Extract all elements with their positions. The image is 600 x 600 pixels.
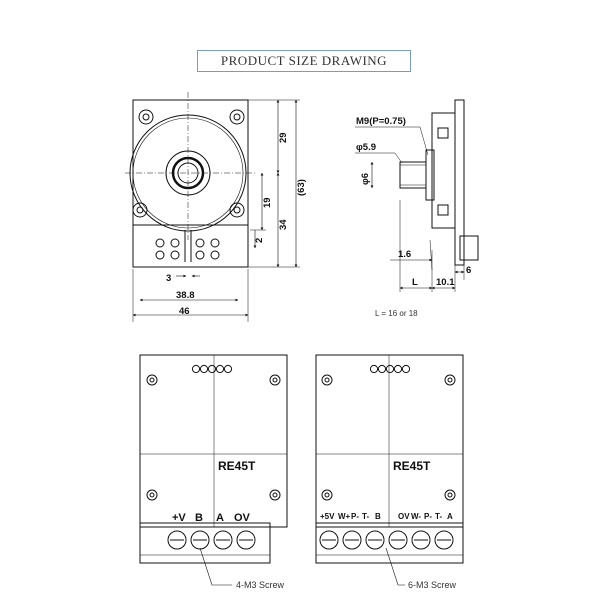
board1-outline	[139, 354, 288, 528]
dim-38-8: 38.8	[176, 290, 195, 301]
board2-header	[369, 364, 411, 374]
board2-outline	[315, 354, 464, 528]
dim-6: 6	[466, 265, 471, 276]
dim-2: 2	[254, 238, 265, 243]
board2-term-1: +5V	[320, 512, 335, 521]
dim-L: L	[412, 277, 418, 288]
shaft-dia-label: φ5.9	[356, 142, 376, 153]
side-body	[431, 112, 456, 229]
board2-term-5: B	[375, 512, 381, 521]
board2-term-6: OV	[398, 512, 410, 521]
screw-tl	[138, 109, 154, 125]
screw-br	[229, 202, 245, 218]
dim-34: 34	[278, 219, 289, 230]
board1-callout: 4-M3 Screw	[236, 580, 285, 590]
board1-screws	[167, 530, 256, 550]
front-view	[125, 92, 300, 322]
side-shaft	[399, 161, 427, 189]
board2-term-8: P-	[424, 512, 432, 521]
dim-63: (63)	[296, 179, 307, 196]
board1-term-4: OV	[234, 512, 251, 524]
board1-term-3: A	[216, 512, 224, 524]
board-4-terminal	[139, 354, 288, 586]
side-connector	[459, 235, 479, 261]
board1-header	[191, 364, 233, 374]
board2-model: RE45T	[393, 459, 431, 473]
board1-model: RE45T	[218, 459, 256, 473]
board2-term-3: P-	[351, 512, 359, 521]
dim-19: 19	[262, 197, 273, 208]
screw-bl	[132, 202, 148, 218]
board2-term-4: T-	[362, 512, 369, 521]
thread-label: M9(P=0.75)	[356, 116, 406, 127]
board2-callout: 6-M3 Screw	[408, 580, 457, 590]
dim-46: 46	[179, 306, 190, 317]
board2-term-2: W+	[338, 512, 351, 521]
terminal-block-4	[139, 522, 271, 564]
side-nut	[425, 149, 435, 201]
dim-3: 3	[166, 273, 171, 284]
front-pcb-tab	[132, 224, 249, 268]
board-6-terminal	[315, 354, 464, 586]
page-title: PRODUCT SIZE DRAWING	[220, 53, 388, 68]
length-note: L = 16 or 18	[375, 309, 418, 318]
screw-tr	[229, 109, 245, 125]
terminal-block-6	[315, 522, 464, 564]
board2-term-10: A	[447, 512, 453, 521]
dim-10-1: 10.1	[436, 277, 455, 288]
board2-term-9: T-	[435, 512, 442, 521]
board1-term-2: B	[195, 512, 203, 524]
dim-1-6: 1.6	[398, 249, 411, 260]
title-box: PRODUCT SIZE DRAWING	[197, 50, 411, 72]
board1-term-1: +V	[172, 512, 186, 524]
dim-29: 29	[278, 132, 289, 143]
shaft-inner-dia-label: φ6	[360, 173, 371, 185]
side-view	[355, 99, 479, 292]
board2-screws	[319, 530, 454, 550]
board2-term-7: W-	[411, 512, 421, 521]
